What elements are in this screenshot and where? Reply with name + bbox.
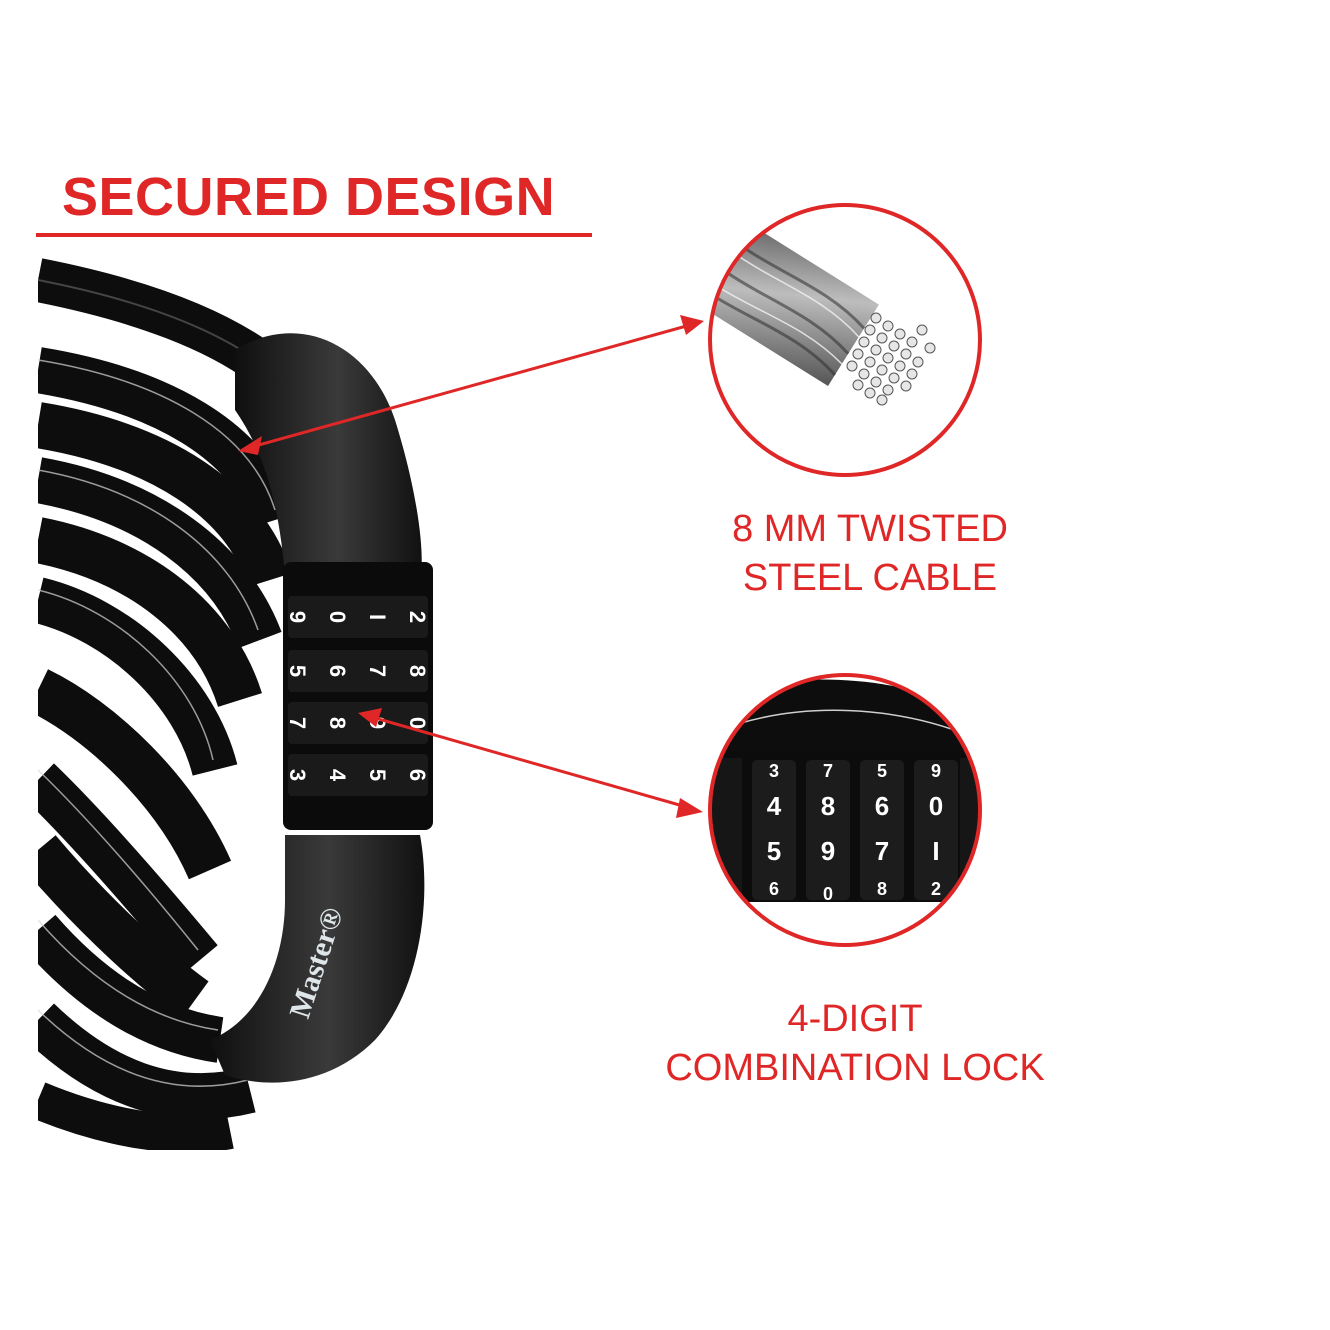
svg-text:9: 9 [821, 836, 835, 866]
coiled-cable [38, 258, 297, 1150]
cable-closeup-circle [707, 202, 983, 478]
svg-text:6: 6 [875, 791, 889, 821]
lock-closeup-circle: 3 7 5 9 4 8 6 0 5 9 7 I [707, 672, 983, 948]
svg-text:7: 7 [365, 665, 390, 677]
svg-text:8: 8 [405, 665, 430, 677]
svg-text:0: 0 [823, 884, 833, 904]
svg-text:7: 7 [285, 717, 310, 729]
svg-text:8: 8 [821, 791, 835, 821]
svg-text:I: I [932, 836, 939, 866]
lock-housing-upper [235, 333, 422, 580]
headline: SECURED DESIGN [62, 167, 556, 227]
svg-text:8: 8 [877, 879, 887, 899]
lock-dial-stack: 9 0 I 2 5 6 7 8 7 8 9 0 3 4 5 6 [283, 562, 433, 830]
svg-text:0: 0 [405, 717, 430, 729]
svg-text:9: 9 [931, 761, 941, 781]
svg-text:5: 5 [285, 665, 310, 677]
svg-text:6: 6 [325, 665, 350, 677]
svg-text:4: 4 [325, 769, 350, 782]
lock-housing-lower [210, 835, 425, 1083]
svg-text:5: 5 [767, 836, 781, 866]
lock-callout-line1: 4-DIGIT [787, 998, 923, 1040]
arrow-cable [238, 315, 704, 455]
svg-text:7: 7 [823, 761, 833, 781]
svg-text:5: 5 [877, 761, 887, 781]
svg-text:9: 9 [285, 611, 310, 623]
svg-text:2: 2 [405, 611, 430, 623]
cable-callout-line2: STEEL CABLE [742, 557, 998, 600]
cable-callout-line1: 8 MM TWISTED [732, 508, 1008, 550]
svg-text:6: 6 [405, 769, 430, 781]
svg-text:4: 4 [767, 791, 782, 821]
svg-text:I: I [365, 614, 390, 620]
svg-text:6: 6 [769, 879, 779, 899]
svg-text:3: 3 [769, 761, 779, 781]
svg-text:0: 0 [929, 791, 943, 821]
lock-callout-label: 4-DIGIT COMBINATION LOCK [610, 995, 1100, 1094]
lock-callout-line2: COMBINATION LOCK [665, 1047, 1045, 1090]
svg-text:2: 2 [931, 879, 941, 899]
svg-text:7: 7 [875, 836, 889, 866]
cable-callout-label: 8 MM TWISTED STEEL CABLE [690, 505, 1050, 604]
svg-text:0: 0 [325, 611, 350, 623]
arrow-lock [358, 708, 703, 818]
svg-text:3: 3 [285, 769, 310, 781]
svg-text:5: 5 [365, 769, 390, 781]
svg-text:8: 8 [325, 717, 350, 729]
headline-underline [36, 233, 592, 237]
